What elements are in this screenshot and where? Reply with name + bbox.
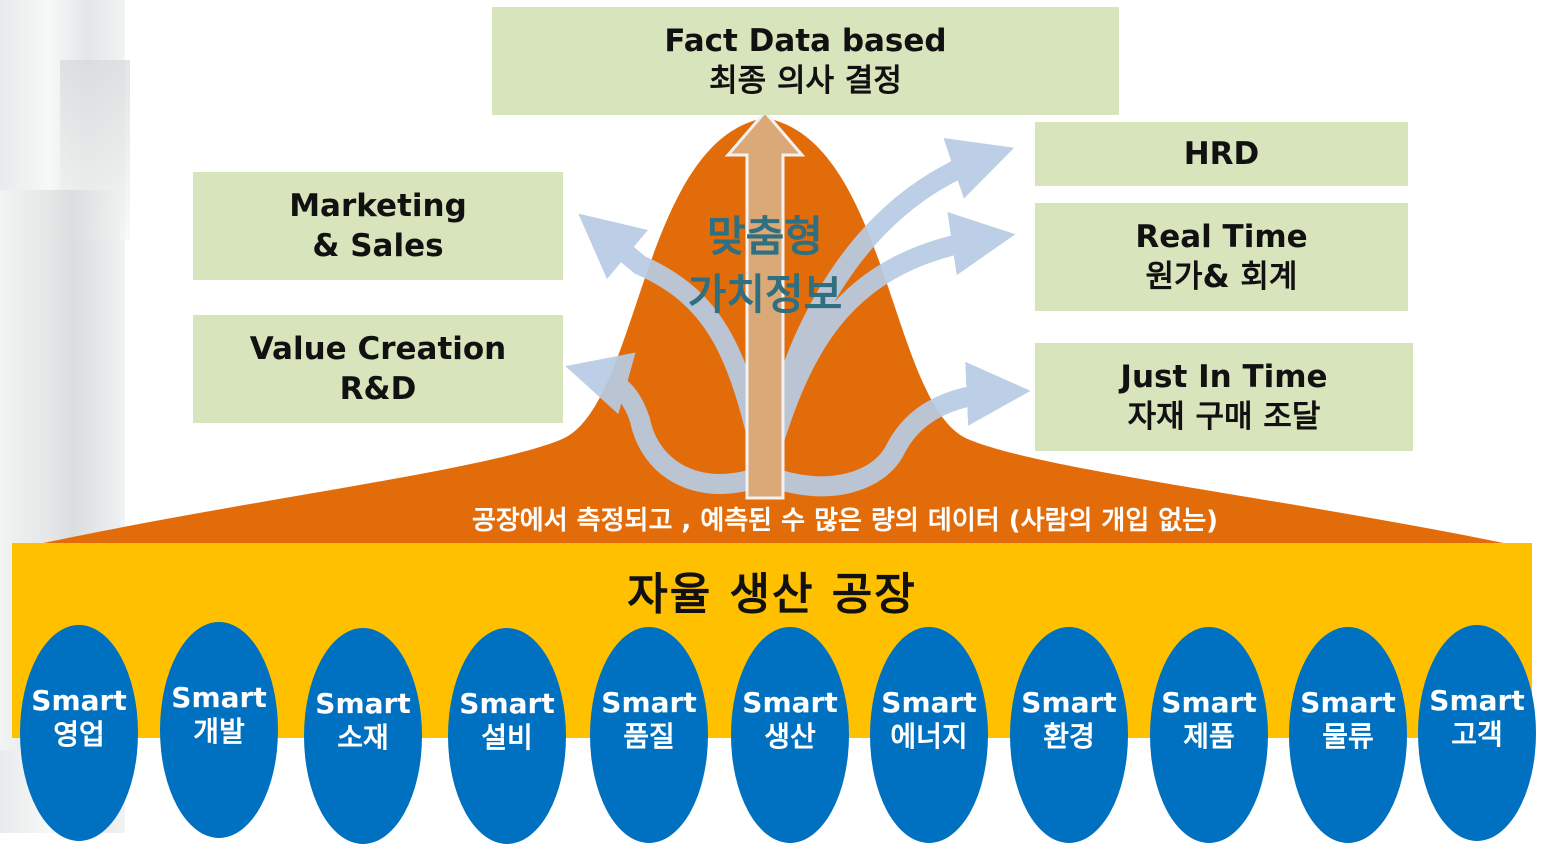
center-label: 맞춤형 가치정보 [660,208,870,324]
data-source-label: 공장에서 측정되고 , 예측된 수 많은 량의 데이터 (사람의 개입 없는) [471,506,1219,536]
hrd-box: HRD [1035,122,1408,186]
module-label: Smart [171,681,267,714]
realtime-box-line2: 원가& 회계 [1145,259,1298,295]
module-label: Smart [1300,686,1396,719]
module-label: 개발 [193,715,245,748]
marketing-box: Marketing & Sales [193,172,563,280]
rnd-box-line2: R&D [339,371,417,407]
arrow-to-rnd [565,352,775,494]
module-label: Smart [1021,686,1117,719]
module-label: Smart [1429,684,1525,717]
module-label: Smart [1161,686,1257,719]
decision-box-line2: 최종 의사 결정 [709,63,902,99]
module-label: 영업 [53,718,105,751]
module-label: 물류 [1322,720,1374,753]
rnd-box: Value Creation R&D [193,315,563,423]
hrd-box-line1: HRD [1183,136,1260,172]
rnd-box-line1: Value Creation [249,331,507,367]
center-label-line1: 맞춤형 [707,212,823,261]
factory-title: 자율 생산 공장 [627,569,917,620]
module-label: Smart [315,687,411,720]
jit-box: Just In Time 자재 구매 조달 [1035,343,1413,451]
module-label: 설비 [481,721,533,754]
module-label: Smart [459,687,555,720]
module-label: 고객 [1451,718,1503,751]
marketing-box-line1: Marketing [289,188,467,224]
module-label: 에너지 [890,720,968,753]
module-label: Smart [881,686,977,719]
realtime-box-line1: Real Time [1135,219,1308,255]
module-label: 소재 [337,721,389,754]
decision-box-line1: Fact Data based [664,23,947,59]
jit-box-line1: Just In Time [1120,359,1328,395]
module-label: Smart [31,684,127,717]
decision-box: Fact Data based 최종 의사 결정 [492,7,1119,115]
arrow-to-decision [724,109,806,500]
module-label: 생산 [764,720,816,753]
module-label: 품질 [623,720,675,753]
marketing-box-line2: & Sales [312,228,444,264]
module-label: 환경 [1043,720,1095,753]
arrow-to-jit [755,361,1031,497]
center-label-line2: 가치정보 [687,270,843,319]
module-label: Smart [742,686,838,719]
realtime-box: Real Time 원가& 회계 [1035,203,1408,311]
module-label: Smart [601,686,697,719]
jit-box-line2: 자재 구매 조달 [1127,399,1321,435]
module-label: 제품 [1183,720,1235,753]
